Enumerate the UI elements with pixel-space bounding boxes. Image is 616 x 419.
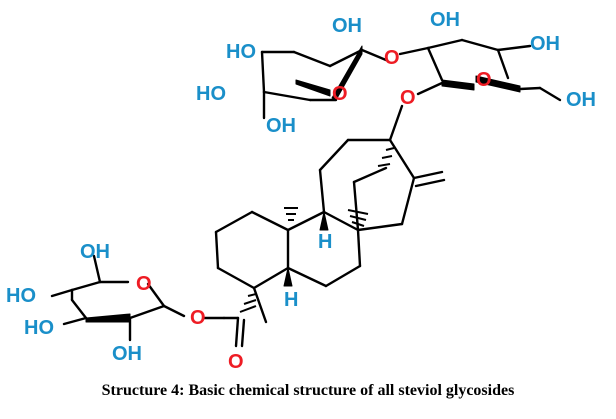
label-o-c13-linkage: O <box>400 87 416 109</box>
label-oh-lower-top: OH <box>80 241 110 263</box>
label-oh-lower-bottom: OH <box>112 343 142 365</box>
label-oh-upper-right-side: OH <box>530 33 560 55</box>
glucose-ring-upper-right <box>398 38 562 102</box>
label-ho-lower-left-lower: HO <box>24 317 54 339</box>
label-ho-upper-left: HO <box>226 41 256 63</box>
glucose-ring-lower-left <box>50 254 186 342</box>
label-o-carbonyl: O <box>228 351 244 373</box>
label-oh-far-right: OH <box>566 89 596 111</box>
label-oh-ring-bottom: OH <box>266 115 296 137</box>
label-o-ring-oxygen-upper-right: O <box>476 69 492 91</box>
label-ho-middle-left: HO <box>196 83 226 105</box>
glucose-ring-upper-left <box>260 45 388 120</box>
label-o-glycosidic-upper: O <box>384 47 400 69</box>
label-oh-upper-right-top: OH <box>430 9 460 31</box>
label-o-ring-oxygen-upper-left: O <box>332 83 348 105</box>
figure-caption: Structure 4: Basic chemical structure of… <box>101 382 515 399</box>
label-o-ring-oxygen-lower-left: O <box>136 273 152 295</box>
label-h-c9: H <box>318 231 332 253</box>
steviol-core <box>202 104 446 348</box>
label-h-c5: H <box>284 289 298 311</box>
atom-labels: OH HO HO OH O O OH OH OH O O H H O O O O… <box>6 9 596 373</box>
label-ho-lower-left-upper: HO <box>6 285 36 307</box>
label-oh-top-left: OH <box>332 15 362 37</box>
label-o-ester-linkage: O <box>190 307 206 329</box>
